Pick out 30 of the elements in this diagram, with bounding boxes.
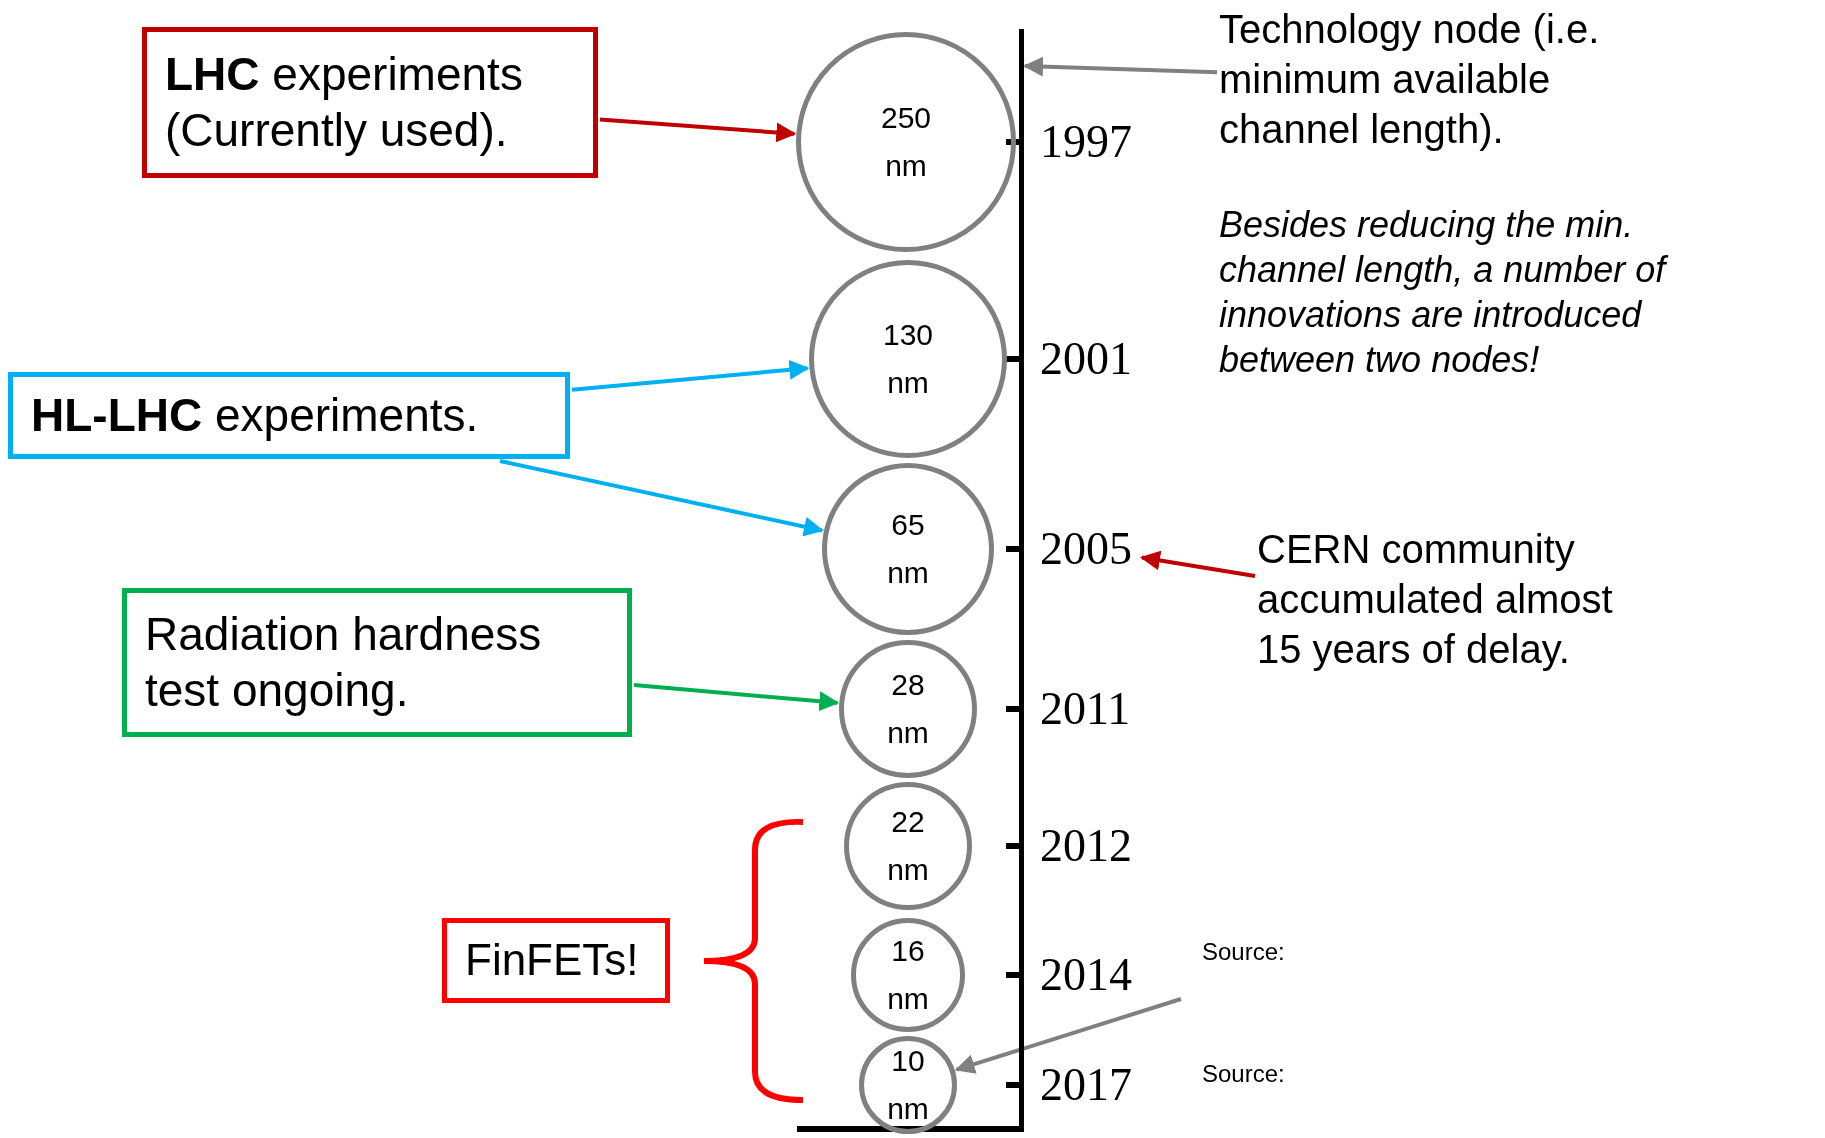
- node-circle: 16 nm: [851, 918, 965, 1032]
- arrow: [954, 997, 1182, 1074]
- arrow: [1023, 56, 1218, 77]
- timeline-axis: [1019, 29, 1024, 1132]
- annotation-text: Technology node (i.e. minimum available channel length).: [1219, 4, 1639, 154]
- source-label: Source:: [1202, 937, 1286, 967]
- year-label: 2014: [1040, 950, 1140, 1000]
- node-circle: 130 nm: [809, 260, 1007, 458]
- node-circle: 10 nm: [859, 1036, 957, 1134]
- year-label: 2011: [1040, 684, 1140, 734]
- arrow: [571, 359, 810, 392]
- label-box: Radiation hardness test ongoing.: [122, 588, 632, 737]
- year-label: 1997: [1040, 117, 1140, 167]
- node-circle: 22 nm: [844, 782, 972, 910]
- arrow: [633, 683, 840, 712]
- node-circle: 65 nm: [822, 463, 994, 635]
- year-label: 2001: [1040, 334, 1140, 384]
- node-circle: 28 nm: [839, 640, 977, 778]
- year-label: 2012: [1040, 821, 1140, 871]
- arrow: [499, 459, 824, 537]
- note-text: Besides reducing the min. channel length, a number of innovations are introduced between two nodes!: [1219, 202, 1699, 382]
- label-box: HL-LHC experiments.: [8, 372, 570, 459]
- label-box: FinFETs!: [442, 918, 670, 1003]
- arrow: [599, 117, 797, 143]
- year-label: 2005: [1040, 524, 1140, 574]
- year-label: 2017: [1040, 1060, 1140, 1110]
- source-label: Source:: [1202, 1059, 1286, 1089]
- label-box: LHC experiments (Currently used).: [142, 27, 598, 178]
- arrow: [1140, 550, 1256, 578]
- annotation-text: CERN community accumulated almost 15 years of delay.: [1257, 524, 1657, 674]
